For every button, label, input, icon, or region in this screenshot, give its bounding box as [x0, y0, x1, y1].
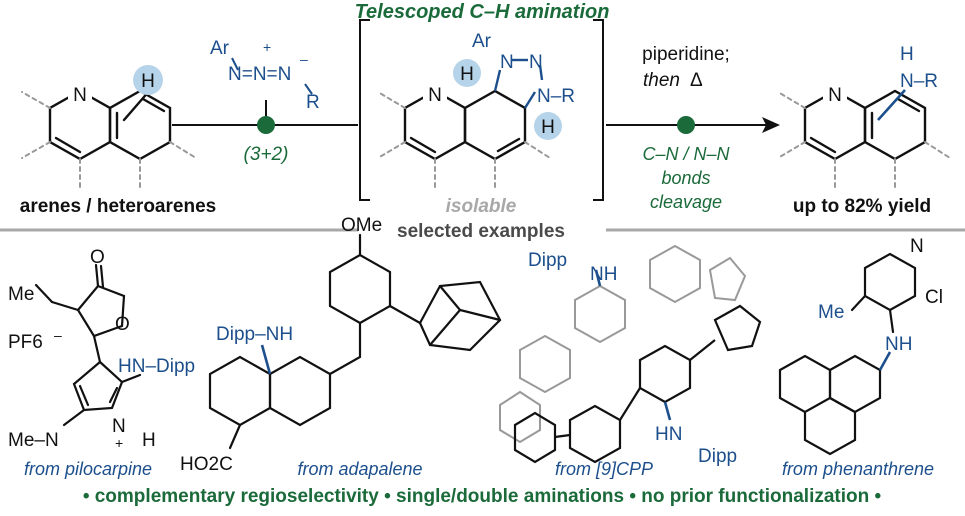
- example-adapalene: OMe Dipp–NH HO2C: [180, 215, 502, 475]
- source-adapalene: from adapalene: [297, 459, 422, 479]
- product-n-mask: [823, 82, 847, 104]
- cpp-dipp-bottom: Dipp: [698, 446, 737, 467]
- source-pilocarpine: from pilocarpine: [24, 459, 152, 479]
- pilocarpine-ring-o: O: [115, 314, 130, 335]
- substrate-caption: arenes / heteroarenes: [20, 196, 216, 217]
- intermediate-n-label: N: [428, 85, 442, 106]
- substrate-n-mask: [68, 82, 92, 104]
- intermediate-n1-label: N: [500, 52, 514, 73]
- highlight-circle: [453, 59, 481, 87]
- intermediate-ar-label: Ar: [472, 31, 492, 52]
- substrate-h-label: H: [141, 71, 155, 92]
- adapalene-ho2c: HO2C: [180, 454, 233, 475]
- step1-label: (3+2): [244, 144, 289, 165]
- highlight-circle: [133, 65, 163, 95]
- product-structure: [777, 89, 951, 191]
- phenanthrene-nh: NH: [885, 334, 912, 355]
- footer-text: • complementary regioselectivity • singl…: [83, 486, 882, 507]
- reagent-minus-label: –: [300, 51, 308, 67]
- intermediate-n2-label: N: [529, 52, 543, 73]
- cleavage-line2: bonds: [661, 168, 710, 188]
- bracket-left: [359, 19, 370, 201]
- example-phenanthrene: N Me Cl NH: [778, 236, 943, 456]
- pilocarpine-pf6: PF6: [8, 332, 43, 353]
- source-phenanthrene: from phenanthrene: [782, 459, 934, 479]
- scheme-title: Telescoped C–H amination: [355, 1, 610, 23]
- product-caption: up to 82% yield: [793, 196, 931, 217]
- pilocarpine-n: N: [112, 416, 126, 437]
- pilocarpine-me: Me: [8, 284, 34, 305]
- pilocarpine-plus: +: [115, 435, 123, 451]
- product-nr-label: N–R: [900, 71, 938, 92]
- step2-dot: [677, 116, 695, 134]
- bracket-right: [593, 19, 604, 201]
- reagent-r-label: R: [306, 92, 320, 113]
- product-bond: [877, 89, 906, 121]
- intermediate-h1-label: H: [460, 64, 474, 85]
- phenanthrene-me: Me: [818, 302, 844, 323]
- highlight-circle: [534, 112, 562, 140]
- reagent-r-bond: [304, 83, 313, 95]
- example-pilocarpine: O O Me PF6 HN–Dipp Me–N N + H –: [8, 247, 195, 451]
- intermediate-structure: [377, 89, 551, 191]
- reagent-bond: [231, 57, 239, 71]
- substrate-n-label: N: [73, 85, 87, 106]
- cleavage-line1: C–N / N–N: [642, 144, 730, 164]
- reagent-azide-label: N=N=N: [228, 64, 291, 85]
- cpp-dipp-top: Dipp: [528, 250, 567, 271]
- phenanthrene-cl: Cl: [925, 287, 943, 308]
- isolable-label: isolable: [446, 196, 517, 217]
- conditions-line1: piperidine;: [642, 44, 730, 65]
- pilocarpine-minus: –: [54, 327, 62, 343]
- conditions-line2-pre: then: [643, 70, 680, 91]
- conditions-line2-sym: Δ: [690, 70, 703, 91]
- cleavage-line3: cleavage: [650, 192, 722, 212]
- cpp-hn-bottom: HN: [655, 424, 682, 445]
- examples-heading: selected examples: [397, 221, 565, 242]
- product-n-label: N: [828, 85, 842, 106]
- adapalene-ome: OMe: [341, 215, 382, 236]
- intermediate-n-mask: [423, 82, 447, 104]
- substrate-structure: [21, 88, 197, 191]
- intermediate-h2-label: H: [541, 117, 555, 138]
- adapalene-nhdipp: Dipp–NH: [216, 324, 293, 345]
- product-h-label: H: [900, 44, 914, 65]
- step2-arrowhead: [762, 117, 780, 133]
- cpp-nh-top: NH: [590, 264, 617, 285]
- reagent-ar-label: Ar: [210, 38, 230, 59]
- pilocarpine-h: H: [142, 430, 156, 451]
- intermediate-ring: [493, 58, 544, 109]
- phenanthrene-n: N: [910, 236, 924, 257]
- pilocarpine-men: Me–N: [8, 430, 59, 451]
- reagent-plus-label: +: [263, 39, 271, 55]
- pilocarpine-carbonyl-o: O: [90, 247, 105, 268]
- pilocarpine-nhdipp: HN–Dipp: [118, 356, 195, 377]
- example-cpp: Dipp NH HN Dipp: [499, 244, 762, 467]
- step1-dot: [257, 116, 275, 134]
- source-cpp: from [9]CPP: [555, 459, 653, 479]
- intermediate-nr-label: N–R: [537, 86, 575, 107]
